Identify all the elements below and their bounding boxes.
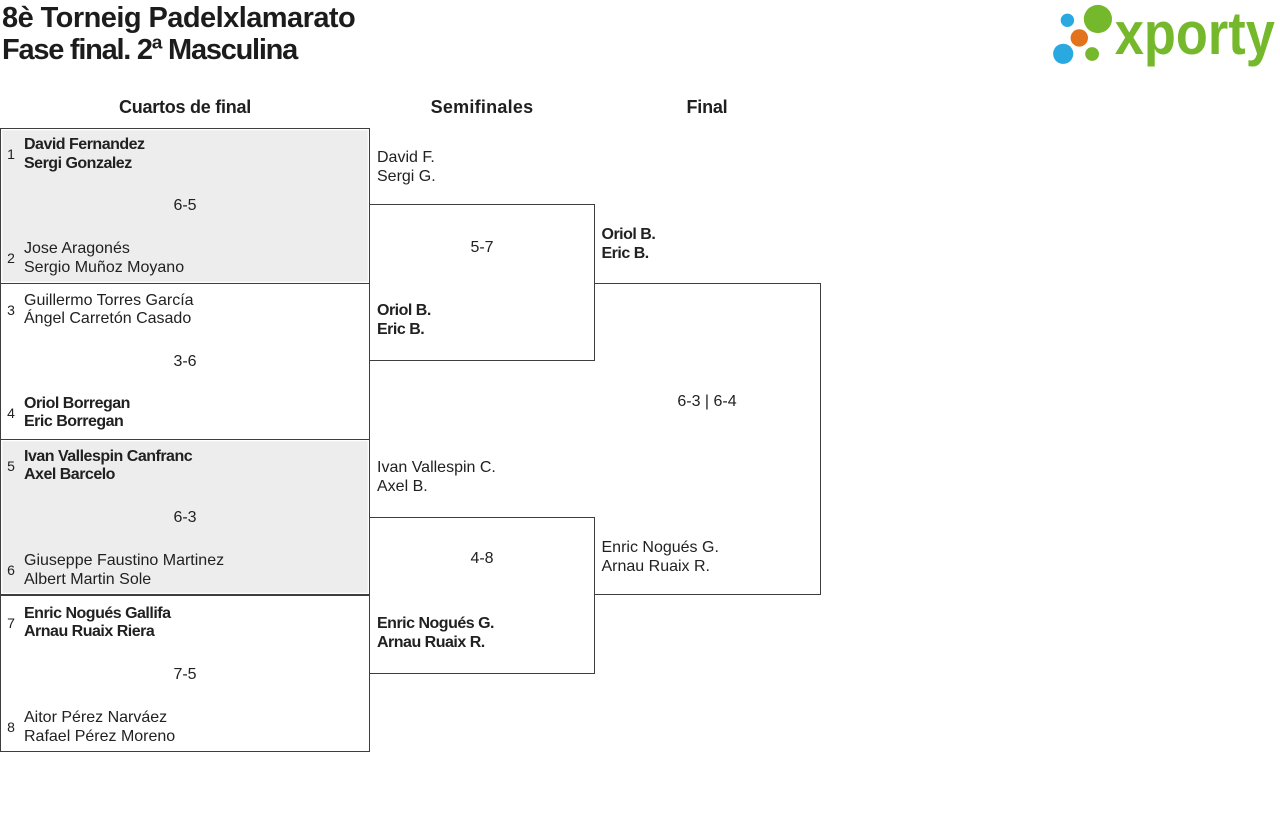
svg-text:xporty: xporty bbox=[1115, 0, 1275, 67]
